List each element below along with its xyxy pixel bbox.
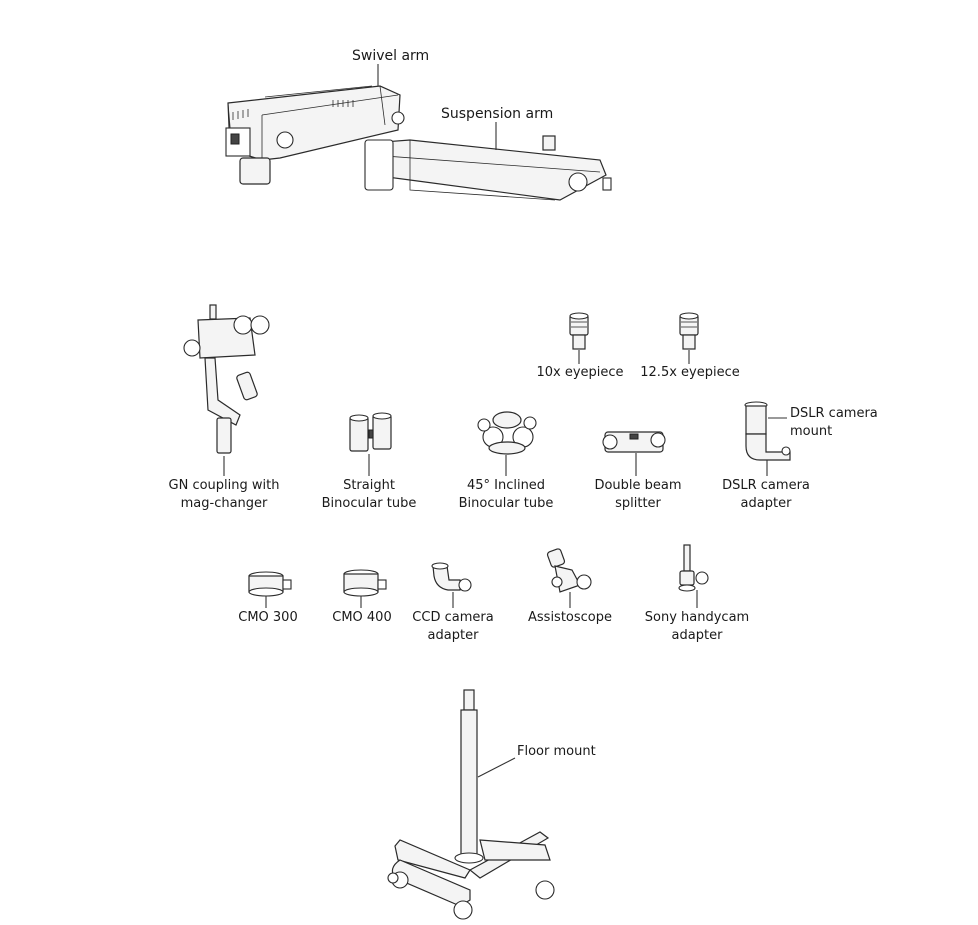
eyepiece-12-5x-illustration <box>679 312 699 350</box>
label-double-beam-line1: Double beam <box>594 478 682 493</box>
label-dslr-mount-line2: mount <box>790 424 833 439</box>
label-gn-coupling-line2: mag-changer <box>180 496 268 511</box>
dslr-mount-illustration <box>744 401 791 461</box>
label-gn-coupling-line1: GN coupling with <box>168 478 280 493</box>
label-12-5x-eyepiece: 12.5x eyepiece <box>640 365 740 380</box>
label-dslr-adapter-line2: adapter <box>740 496 792 511</box>
label-straight-binocular-line2: Binocular tube <box>321 496 417 511</box>
label-straight-binocular-line1: Straight <box>343 478 395 493</box>
assistoscope-illustration <box>546 548 592 593</box>
double-beam-splitter-illustration <box>602 431 666 453</box>
label-sony-line2: adapter <box>671 628 723 643</box>
label-assistoscope: Assistoscope <box>528 610 612 625</box>
label-sony-line1: Sony handycam <box>644 610 750 625</box>
suspension-arm-illustration <box>364 135 612 201</box>
label-swivel-arm: Swivel arm <box>352 48 430 64</box>
label-suspension-arm: Suspension arm <box>441 106 554 122</box>
label-double-beam-line2: splitter <box>615 496 661 511</box>
label-floor-mount: Floor mount <box>517 744 596 759</box>
label-ccd-line2: adapter <box>427 628 479 643</box>
label-ccd-line1: CCD camera <box>412 610 494 625</box>
sony-adapter-illustration <box>678 544 709 592</box>
ccd-adapter-illustration <box>431 562 472 592</box>
label-dslr-mount-line1: DSLR camera <box>790 406 878 421</box>
swivel-arm-illustration <box>225 85 405 185</box>
cmo400-illustration <box>343 569 387 597</box>
gn-coupling-illustration <box>183 304 270 454</box>
floor-mount-illustration <box>387 689 555 920</box>
inclined-binocular-illustration <box>477 411 537 455</box>
label-cmo400: CMO 400 <box>332 610 392 625</box>
label-cmo300: CMO 300 <box>238 610 298 625</box>
label-dslr-adapter-line1: DSLR camera <box>722 478 810 493</box>
eyepiece-10x-illustration <box>569 312 589 350</box>
straight-binocular-illustration <box>349 412 392 452</box>
label-inclined-binocular-line1: 45° Inclined <box>466 478 546 493</box>
label-10x-eyepiece: 10x eyepiece <box>536 365 624 380</box>
cmo300-illustration <box>248 571 292 597</box>
label-inclined-binocular-line2: Binocular tube <box>458 496 554 511</box>
